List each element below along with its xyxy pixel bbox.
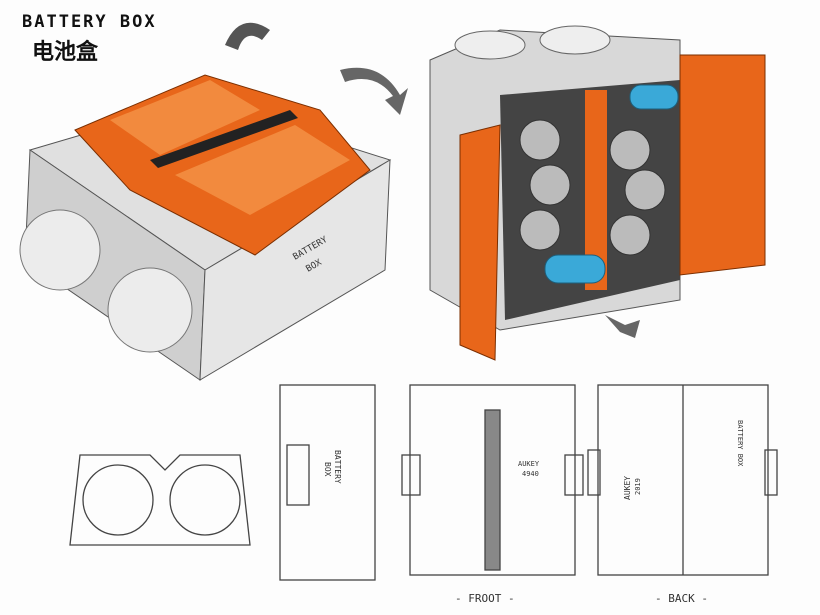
- side-label: BOX: [323, 462, 332, 477]
- back-note: BATTERY BOX: [736, 420, 744, 467]
- battery-cell: [544, 254, 606, 284]
- front-caption: - FROOT -: [455, 592, 515, 605]
- top-view-drawing: [69, 454, 251, 546]
- rotate-arrow-icon: [340, 67, 408, 115]
- front-brand: AUKEY: [518, 460, 540, 468]
- back-brand: AUKEY: [623, 476, 632, 500]
- iso-closed-box: BATTERY BOX: [19, 74, 392, 381]
- sheet-subtitle: 电池盒: [32, 40, 99, 65]
- front-brand-sub: 4940: [522, 470, 539, 478]
- side-label: BATTERY: [333, 450, 342, 484]
- side-view-drawing: [279, 384, 376, 581]
- battery-cell: [629, 84, 679, 110]
- rotate-arrow-icon: [225, 22, 270, 50]
- iso-open-box: [429, 25, 766, 361]
- sheet-title: BATTERY BOX: [22, 12, 157, 32]
- back-caption: - BACK -: [655, 592, 708, 605]
- arrow-icon: [605, 315, 640, 338]
- front-view-drawing: [401, 384, 584, 576]
- back-brand-sub: 2019: [634, 478, 642, 495]
- back-view-drawing: [587, 384, 778, 576]
